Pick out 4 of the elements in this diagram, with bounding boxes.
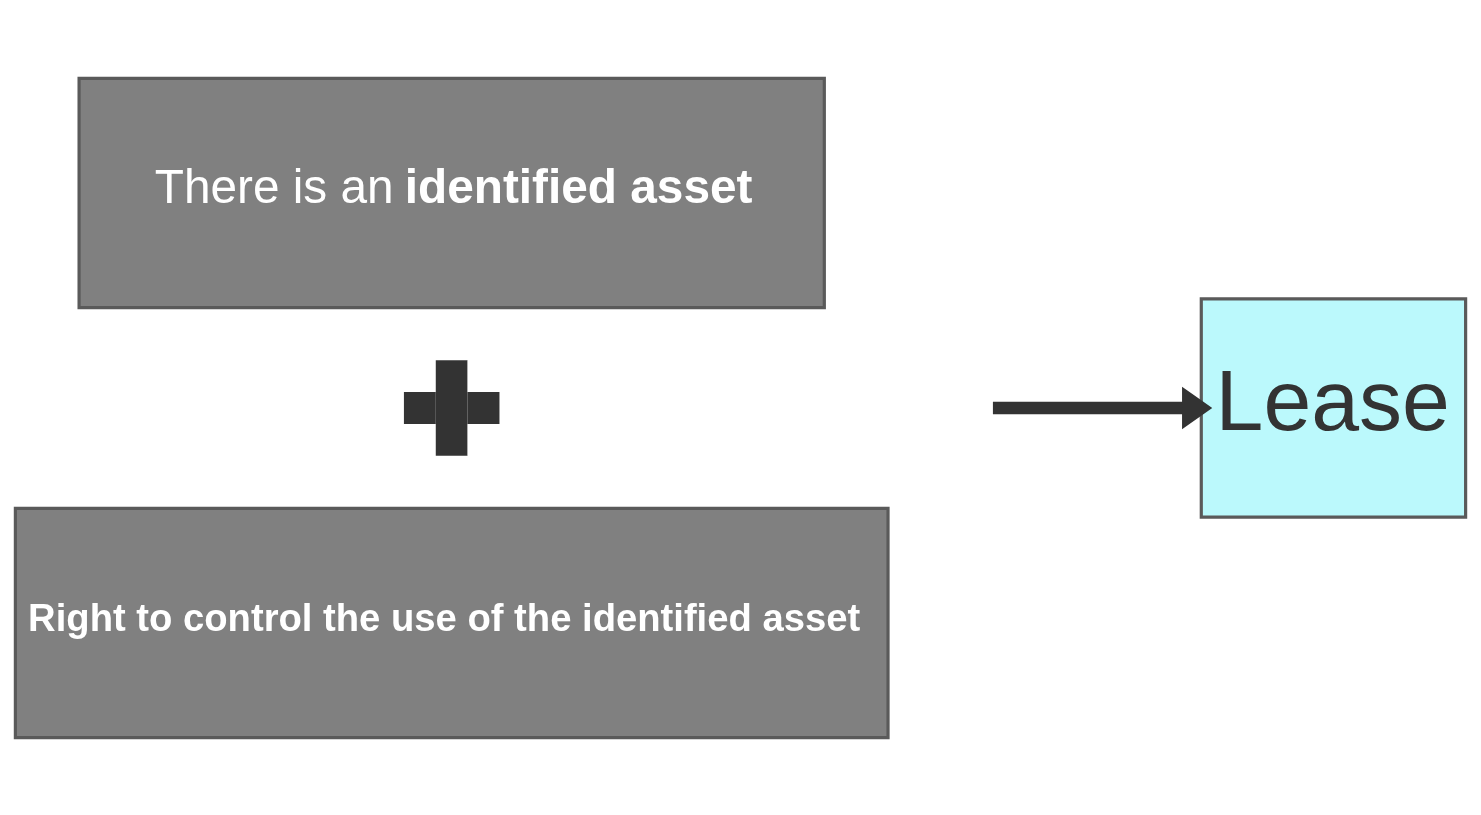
node-box: Lease <box>1199 296 1468 519</box>
node-box: There is an identified asset <box>77 76 826 309</box>
node-box: Right to control the use of the identified asset <box>13 506 890 739</box>
arrow <box>992 386 1213 429</box>
